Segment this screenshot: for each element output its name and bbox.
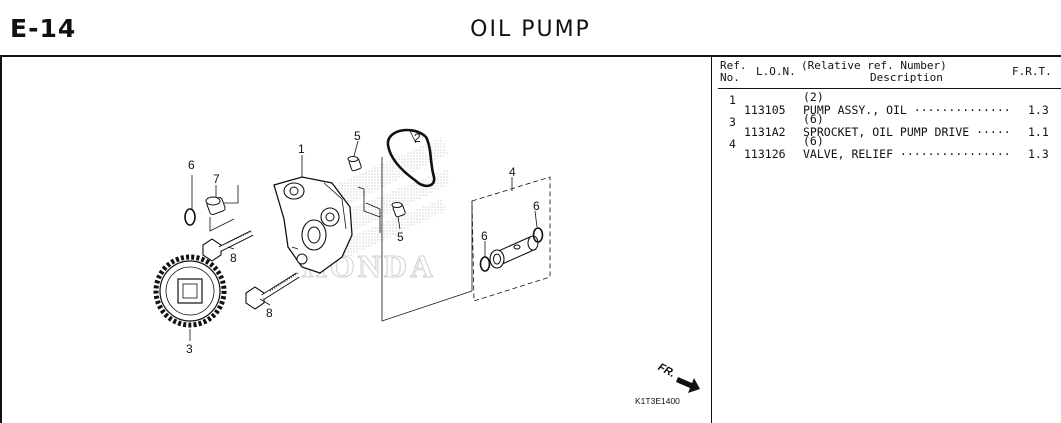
row-lon: 113126	[744, 147, 786, 161]
row-ref: 4	[729, 137, 736, 151]
page-header: E-14 OIL PUMP	[0, 0, 1061, 57]
header-lon: L.O.N.	[756, 65, 796, 78]
table-row: 1 (2) 113105 PUMP ASSY., OIL ···········…	[718, 90, 1061, 124]
row-description: SPROCKET, OIL PUMP DRIVE ·····	[803, 125, 1011, 139]
row-frt: 1.3	[1028, 103, 1049, 117]
o-ring-part-2	[479, 256, 491, 272]
arrow-right-icon	[676, 377, 700, 393]
collar-part	[205, 196, 226, 215]
callout-8: 8	[230, 251, 237, 265]
page-code: E-14	[10, 14, 77, 43]
row-qty: (6)	[803, 112, 824, 126]
callout-2: 2	[414, 131, 421, 145]
callout-3: 3	[186, 342, 193, 356]
row-description: VALVE, RELIEF ················	[803, 147, 1011, 161]
table-row: 3 (6) 1131A2 SPROCKET, OIL PUMP DRIVE ··…	[718, 112, 1061, 146]
callout-7: 7	[213, 172, 220, 186]
o-ring-part-3	[532, 227, 544, 243]
column-divider	[711, 57, 712, 423]
header-desc-line2: Description	[870, 71, 943, 84]
row-description: PUMP ASSY., OIL ··············	[803, 103, 1011, 117]
row-frt: 1.3	[1028, 147, 1049, 161]
fr-label: FR.	[656, 361, 677, 380]
exploded-diagram: HONDA	[153, 128, 700, 406]
callout-5: 5	[354, 129, 361, 143]
assembly-guide-lines	[209, 157, 473, 322]
callout-5b: 5	[397, 230, 404, 244]
callout-6: 6	[188, 158, 195, 172]
header-ref-no: Ref. No.	[720, 59, 747, 84]
leader-lines	[189, 130, 538, 341]
row-qty: (6)	[803, 134, 824, 148]
callout-8b: 8	[266, 306, 273, 320]
callout-6b: 6	[533, 199, 540, 213]
pump-body-part	[273, 176, 353, 274]
callout-6c: 6	[481, 229, 488, 243]
row-lon: 113105	[744, 103, 786, 117]
sprocket-part	[153, 254, 227, 328]
dowel-pin-part-2	[391, 202, 406, 218]
row-ref: 1	[729, 93, 736, 107]
left-border	[0, 57, 2, 423]
gasket-part	[386, 128, 436, 188]
callout-labels: 1 2 3 4 5 5 6 6 6 7 8 8	[186, 129, 540, 356]
front-direction-indicator: FR.	[656, 361, 700, 393]
drawing-code: K1T3E1400	[635, 396, 680, 406]
dowel-pin-part	[347, 156, 362, 172]
header-rule	[718, 88, 1061, 89]
relief-valve-part	[489, 235, 539, 269]
table-row: 4 (6) 113126 VALVE, RELIEF ·············…	[718, 134, 1061, 168]
bolt-part	[202, 230, 254, 262]
header-description: (Relative ref. Number) Description	[801, 60, 1011, 84]
o-ring-part	[184, 208, 196, 226]
header-frt: F.R.T.	[1012, 65, 1052, 78]
row-ref: 3	[729, 115, 736, 129]
callout-4: 4	[509, 165, 516, 179]
row-lon: 1131A2	[744, 125, 786, 139]
bolt-part-2	[245, 272, 300, 310]
row-frt: 1.1	[1028, 125, 1049, 139]
row-qty: (2)	[803, 90, 824, 104]
callout-1: 1	[298, 142, 305, 156]
header-desc-line1: (Relative ref. Number)	[801, 59, 947, 72]
page-title: OIL PUMP	[470, 17, 591, 42]
